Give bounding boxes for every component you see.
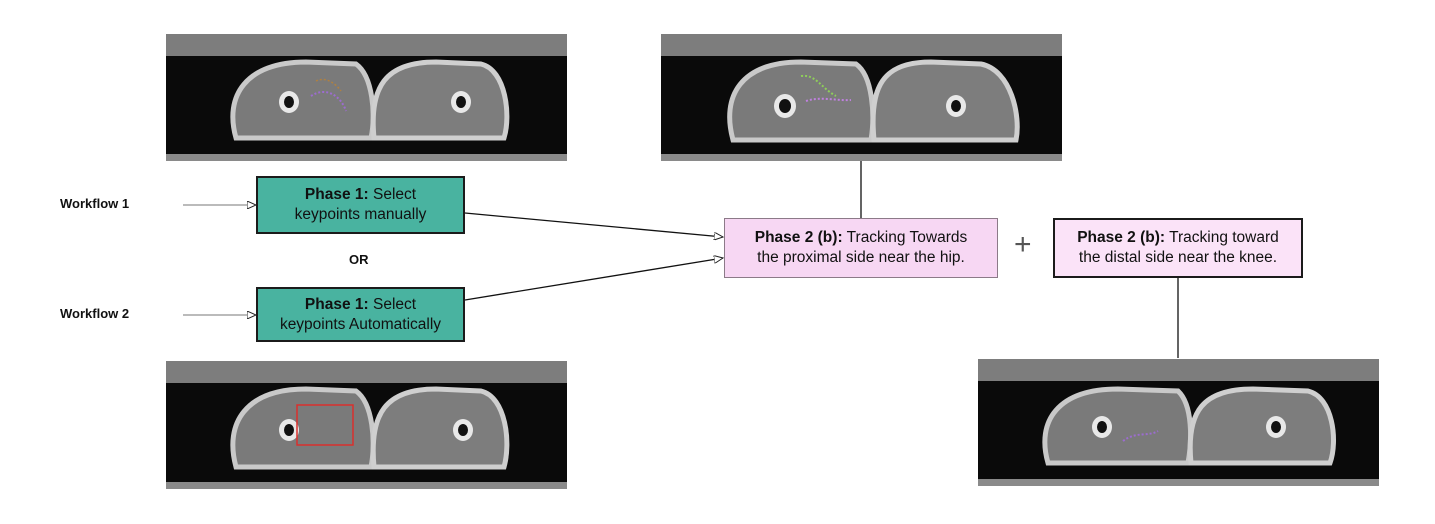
phase2-hip-bold: Phase 2 (b): — [754, 229, 843, 246]
or-label: OR — [349, 252, 369, 267]
phase1-automatic-line1: Select — [368, 295, 417, 313]
phase2-knee-bold: Phase 2 (b): — [1077, 229, 1166, 246]
phase1-automatic-line2: keypoints Automatically — [279, 315, 442, 333]
phase2-hip-line2: the proximal side near the hip. — [757, 249, 965, 266]
panel-bottom-bar — [978, 479, 1379, 486]
mri-panel-automatic — [166, 361, 567, 489]
mri-panel-hip-tracking — [661, 34, 1062, 161]
phase1-automatic-box: Phase 1: Select keypoints Automatically — [256, 287, 465, 342]
phase2-knee-box: Phase 2 (b): Tracking toward the distal … — [1053, 218, 1303, 278]
mri-thigh-image — [1042, 386, 1336, 466]
phase2-knee-line1: Tracking toward — [1165, 229, 1279, 246]
phase1-manual-box: Phase 1: Select keypoints manually — [256, 176, 465, 234]
phase2-hip-line1: Tracking Towards — [842, 229, 968, 246]
mri-panel-knee-tracking — [978, 359, 1379, 486]
workflow2-label: Workflow 2 — [60, 306, 130, 321]
plus-symbol: + — [1014, 228, 1032, 261]
phase1-manual-line2: keypoints manually — [294, 206, 427, 223]
panel-bottom-bar — [166, 154, 567, 161]
panel-bottom-bar — [166, 482, 567, 489]
mri-thigh-image — [230, 59, 510, 141]
workflow1-label: Workflow 1 — [60, 196, 130, 211]
panel-top-bar — [166, 361, 567, 383]
mri-panel-manual — [166, 34, 567, 161]
phase2-hip-box: Phase 2 (b): Tracking Towards the proxim… — [724, 218, 998, 278]
roi-box — [296, 404, 354, 446]
phase1-automatic-bold: Phase 1: — [304, 295, 369, 313]
panel-top-bar — [661, 34, 1062, 56]
mri-thigh-image — [727, 59, 1020, 143]
phase1-auto-to-phase2-arrow — [464, 258, 723, 301]
phase1-manual-to-phase2-arrow — [464, 212, 723, 237]
mri-thigh-image — [230, 386, 510, 470]
phase1-manual-bold: Phase 1: — [304, 186, 369, 203]
panel-top-bar — [978, 359, 1379, 381]
panel-bottom-bar — [661, 154, 1062, 161]
phase2-knee-line2: the distal side near the knee. — [1078, 249, 1278, 266]
phase1-manual-line1: Select — [368, 186, 417, 203]
panel-top-bar — [166, 34, 567, 56]
